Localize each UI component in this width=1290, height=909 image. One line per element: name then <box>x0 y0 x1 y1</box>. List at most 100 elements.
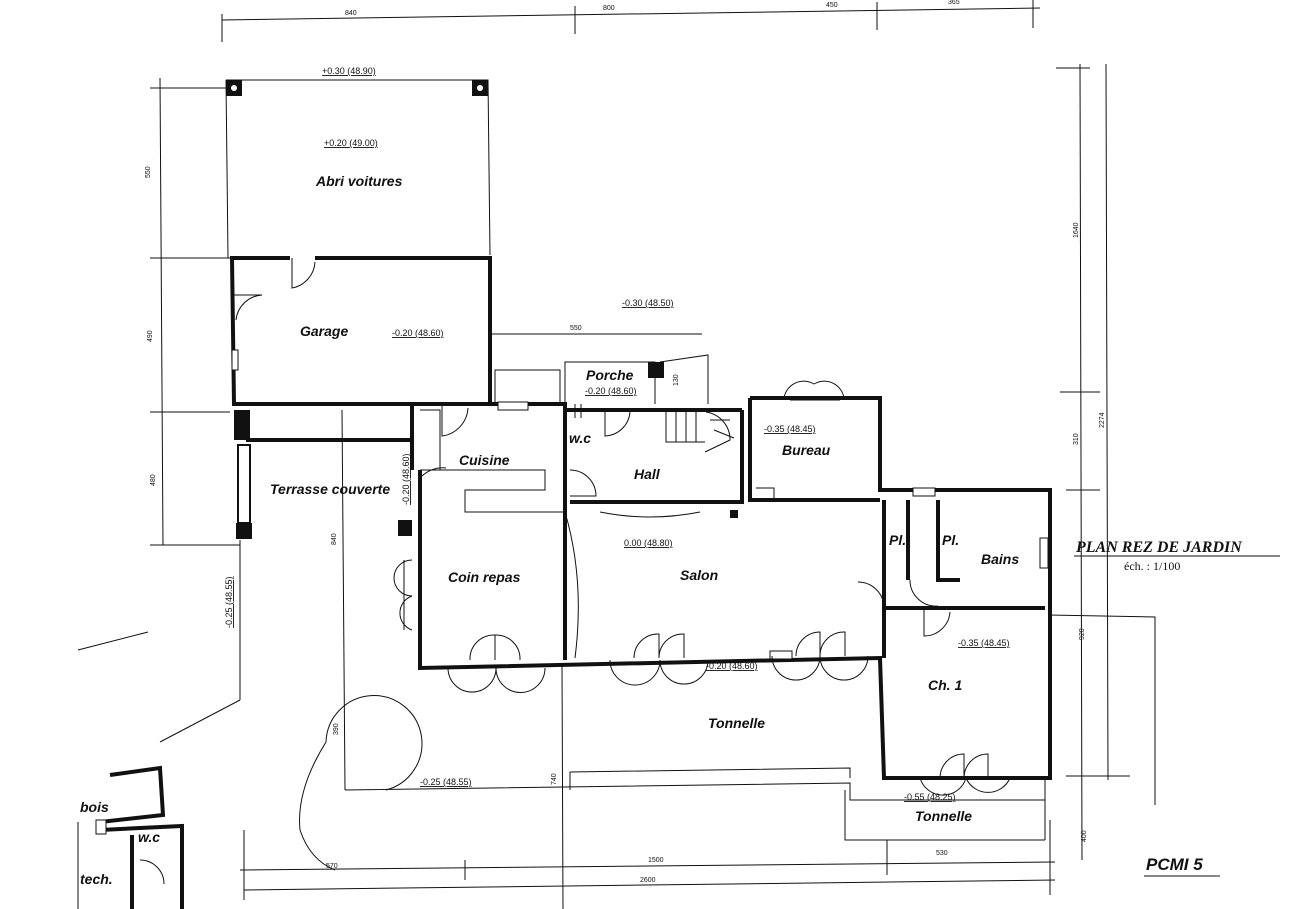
room-label-tech: tech. <box>80 871 113 887</box>
dim-bottom-570: 570 <box>326 863 338 870</box>
door-icon <box>139 859 165 885</box>
dim-right-400: 400 <box>1081 830 1088 842</box>
dim-bottom-2600: 2600 <box>640 877 656 884</box>
level-cuisine: -0.20 (48.60) <box>401 453 411 505</box>
level-garage: -0.20 (48.60) <box>392 328 444 338</box>
room-label-coin-repas: Coin repas <box>448 569 521 585</box>
door-icon <box>909 579 939 607</box>
dim-right-2274: 2274 <box>1099 412 1106 428</box>
door-icon <box>783 380 845 399</box>
door-icon <box>857 581 885 609</box>
dim-left-480: 480 <box>150 474 157 486</box>
right-dimension-line: 1640 310 2274 920 400 <box>1047 63 1156 861</box>
covered-terrace: Terrasse couverte -0.25 (48.55) <box>77 410 412 743</box>
level-tonnelle: -0.25 (48.55) <box>420 777 472 787</box>
dim-left-550: 550 <box>145 166 152 178</box>
dim-right-1640: 1640 <box>1073 222 1080 238</box>
carport: +0.30 (48.90) +0.20 (49.00) Abri voiture… <box>225 66 491 259</box>
dim-top-800: 800 <box>603 5 615 12</box>
room-label-terrasse-couverte: Terrasse couverte <box>270 481 390 497</box>
level-carport: +0.20 (49.00) <box>324 138 378 148</box>
house-walls <box>398 354 1052 780</box>
door-icon <box>234 294 263 321</box>
door-icon <box>756 487 775 500</box>
room-label-chambre-1: Ch. 1 <box>928 677 962 693</box>
room-label-bois: bois <box>80 799 109 815</box>
room-label-placard-2: Pl. <box>942 532 959 548</box>
room-label-bureau: Bureau <box>782 442 831 458</box>
room-label-wc-outbuilding: w.c <box>138 829 160 845</box>
level-carport-top: +0.30 (48.90) <box>322 66 376 76</box>
dim-550: 550 <box>570 325 582 332</box>
room-label-hall: Hall <box>634 466 661 482</box>
door-icon <box>939 753 989 779</box>
room-label-tonnelle: Tonnelle <box>708 715 765 731</box>
outbuilding: bois w.c tech. <box>77 765 184 909</box>
pillar-icon <box>648 362 664 378</box>
salon-partition <box>564 511 701 659</box>
room-label-garage: Garage <box>300 323 348 339</box>
dim-left-490: 490 <box>147 330 154 342</box>
pillar-icon <box>236 523 252 539</box>
level-tonnelle-2: -0.55 (48.25) <box>904 792 956 802</box>
door-icon <box>919 776 1011 796</box>
door-icon <box>393 559 413 631</box>
door-icon <box>494 634 521 661</box>
room-label-salon: Salon <box>680 567 718 583</box>
room-label-placard-1: Pl. <box>889 532 906 548</box>
dim-bottom-1500: 1500 <box>648 857 664 864</box>
door-icon <box>923 608 951 637</box>
door-icon <box>447 667 546 693</box>
dim-right-920: 920 <box>1079 628 1086 640</box>
dim-left-840: 840 <box>331 533 338 545</box>
dim-left-740: 740 <box>551 773 558 785</box>
dim-top-365: 365 <box>948 0 960 6</box>
room-label-tonnelle-2: Tonnelle <box>915 808 972 824</box>
room-label-wc: w.c <box>569 430 591 446</box>
level-porche: -0.20 (48.60) <box>585 386 637 396</box>
room-label-bains: Bains <box>981 551 1019 567</box>
top-dimension-line: 840 800 450 365 <box>221 0 1041 42</box>
room-label-cuisine: Cuisine <box>459 452 510 468</box>
level-salon: 0.00 (48.80) <box>624 538 673 548</box>
door-icon <box>441 404 469 437</box>
window-icon <box>769 650 793 660</box>
window-icon <box>912 487 936 497</box>
door-icon <box>569 469 597 497</box>
dim-right-310: 310 <box>1073 433 1080 445</box>
level-exterior-top: -0.30 (48.50) <box>622 298 674 308</box>
door-icon <box>469 634 496 661</box>
window-icon <box>237 444 251 524</box>
door-icon <box>633 633 685 659</box>
door-icon <box>604 410 631 437</box>
bottom-dimension-line: 570 1500 530 2600 <box>239 820 1056 900</box>
dim-top-840: 840 <box>345 10 357 17</box>
door-icon <box>795 631 846 657</box>
dim-bottom-530: 530 <box>936 850 948 857</box>
plan-title: PLAN REZ DE JARDIN <box>1075 539 1243 556</box>
pillar-icon <box>398 520 412 536</box>
door-icon <box>420 409 441 470</box>
level-terrace-side: -0.25 (48.55) <box>224 576 234 628</box>
dim-left-390: 390 <box>333 723 340 735</box>
plan-scale: éch. : 1/100 <box>1124 559 1180 573</box>
dim-130: 130 <box>673 374 680 386</box>
door-icon <box>771 655 869 681</box>
door-icon <box>609 659 709 686</box>
window-icon <box>497 401 529 411</box>
window-icon <box>231 349 239 371</box>
room-label-porche: Porche <box>586 367 634 383</box>
room-label-abri-voitures: Abri voitures <box>315 173 403 189</box>
window-icon <box>1039 537 1049 569</box>
level-chambre: -0.35 (48.45) <box>958 638 1010 648</box>
staircase <box>665 411 735 453</box>
level-bureau: -0.35 (48.45) <box>764 424 816 434</box>
door-icon <box>421 467 447 477</box>
drawing-reference: PCMI 5 <box>1146 855 1203 874</box>
door-icon <box>291 258 316 289</box>
doors <box>393 380 1011 796</box>
dim-top-450: 450 <box>826 2 838 9</box>
pergola-tonnelle <box>299 695 1046 871</box>
level-salon-front: -0.20 (48.60) <box>706 661 758 671</box>
